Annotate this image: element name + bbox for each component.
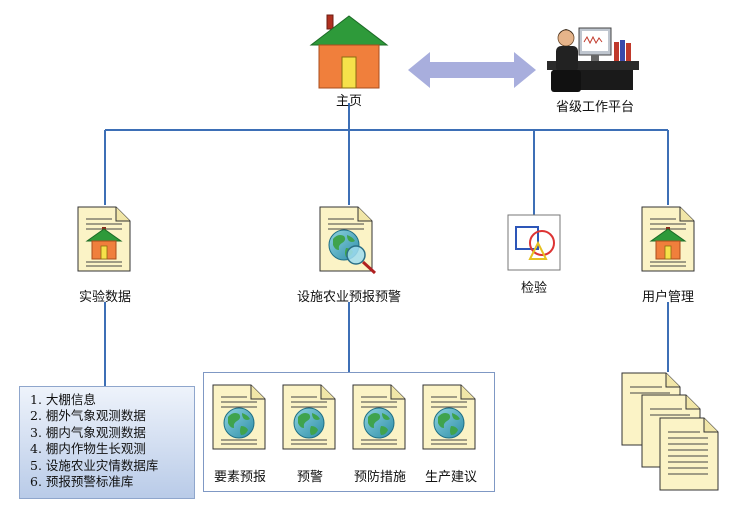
user-documents-stack-icon[interactable] bbox=[621, 372, 719, 491]
experiment-data-document-icon[interactable] bbox=[77, 206, 131, 272]
submodule-label-prevention[interactable]: 预防措施 bbox=[353, 470, 406, 485]
list-item[interactable]: 5. 设施农业灾情数据库 bbox=[30, 457, 159, 473]
module-label-user-management[interactable]: 用户管理 bbox=[641, 290, 694, 305]
forecast-submodule-panel bbox=[203, 372, 495, 492]
list-item[interactable]: 2. 棚外气象观测数据 bbox=[30, 408, 146, 424]
list-item[interactable]: 6. 预报预警标准库 bbox=[30, 474, 134, 490]
user-management-document-icon[interactable] bbox=[641, 206, 695, 272]
verification-shapes-icon[interactable] bbox=[507, 214, 561, 271]
experiment-data-list: 1. 大棚信息 2. 棚外气象观测数据 3. 棚内气象观测数据 4. 棚内作物生… bbox=[19, 386, 195, 499]
module-label-forecast-warning[interactable]: 设施农业预报预警 bbox=[296, 290, 401, 305]
connector-lines bbox=[104, 103, 669, 386]
list-item[interactable]: 1. 大棚信息 bbox=[30, 392, 96, 407]
submodule-label-element-forecast[interactable]: 要素预报 bbox=[213, 470, 266, 485]
forecast-warning-document-icon[interactable] bbox=[319, 206, 377, 275]
home-label[interactable]: 主页 bbox=[335, 94, 362, 109]
workstation-icon[interactable] bbox=[547, 27, 639, 92]
list-item[interactable]: 3. 棚内气象观测数据 bbox=[30, 424, 146, 440]
submodule-label-production-advice[interactable]: 生产建议 bbox=[424, 470, 477, 485]
double-arrow-icon bbox=[408, 52, 536, 88]
list-item[interactable]: 4. 棚内作物生长观测 bbox=[30, 441, 146, 457]
module-label-experiment-data[interactable]: 实验数据 bbox=[78, 290, 131, 305]
home-house-icon[interactable] bbox=[309, 14, 389, 89]
module-label-verification[interactable]: 检验 bbox=[520, 281, 547, 296]
submodule-label-warning[interactable]: 预警 bbox=[296, 470, 323, 485]
platform-label[interactable]: 省级工作平台 bbox=[555, 100, 634, 115]
